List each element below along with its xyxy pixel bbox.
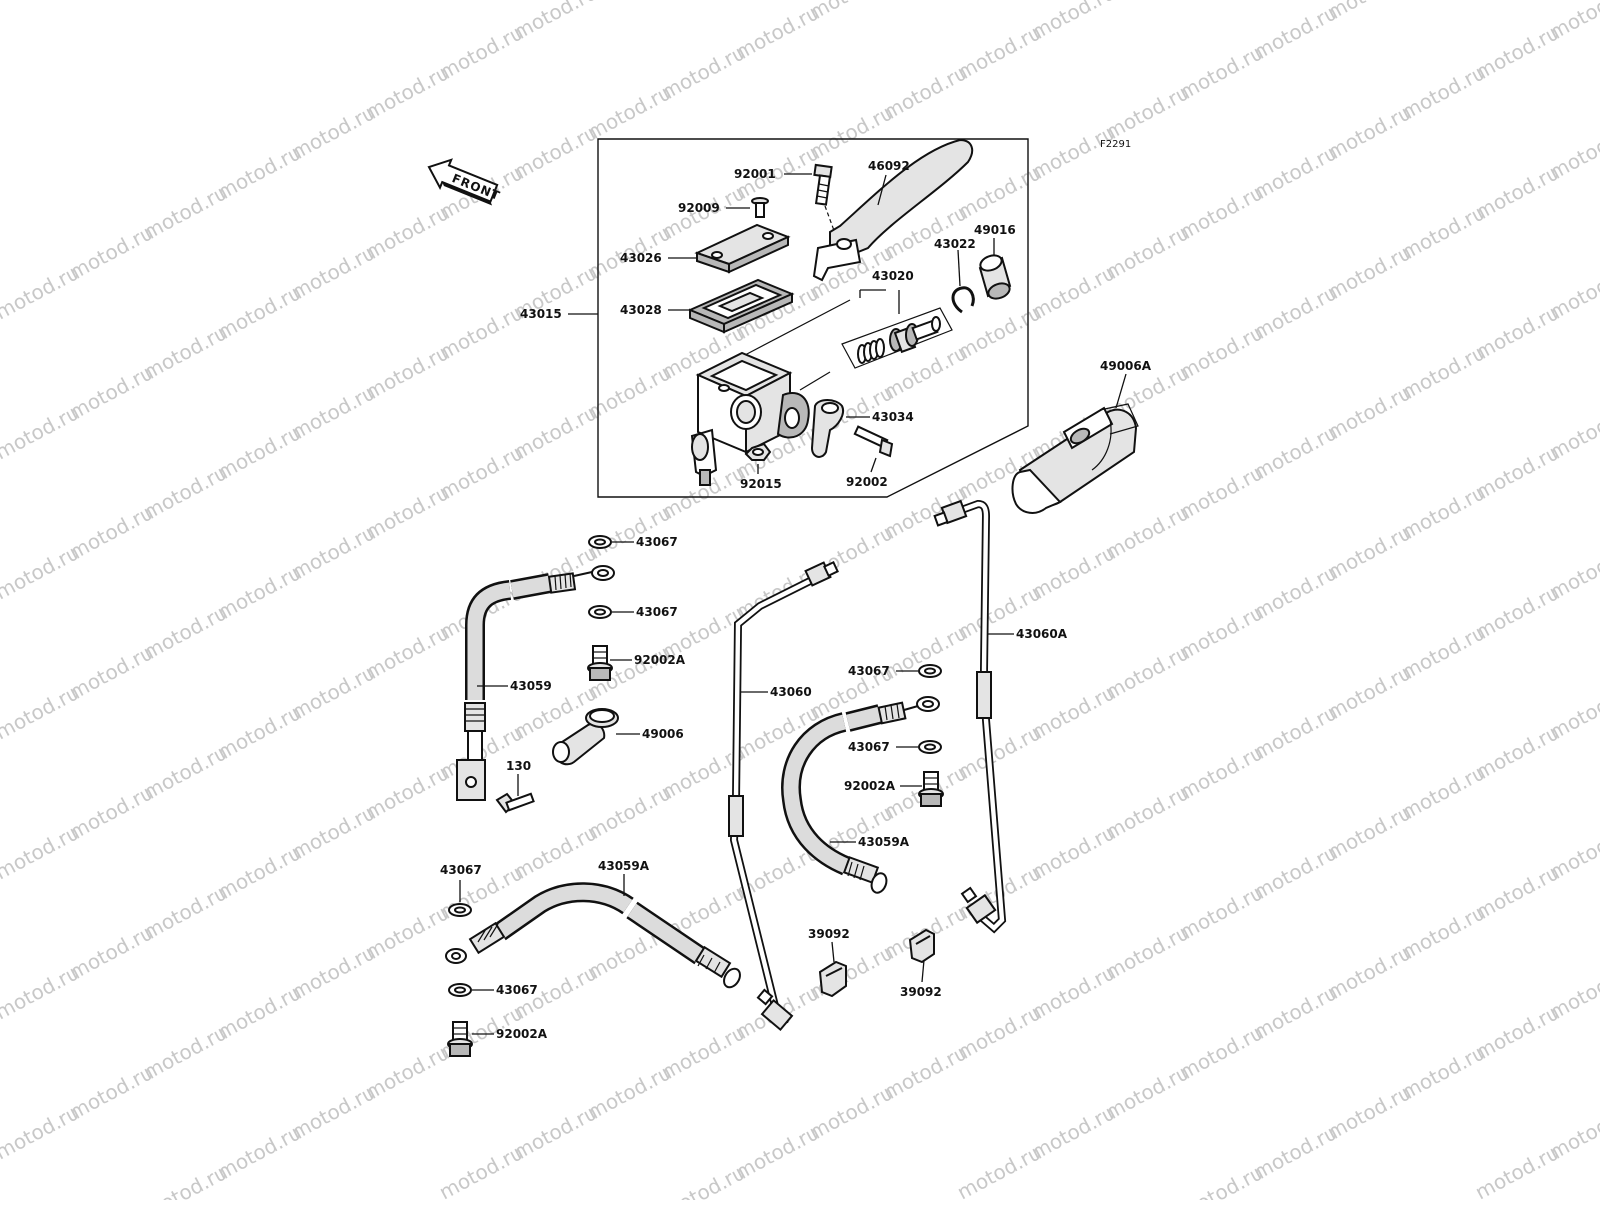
reservoir-cap-43026: [694, 223, 791, 274]
label-43020[interactable]: 43020: [872, 269, 914, 283]
label-43028[interactable]: 43028: [620, 303, 662, 317]
clutch-hose-43059A-b: [445, 882, 741, 989]
watermark-text: motod.ru: [583, 0, 675, 4]
watermark-text: motod.ru: [1545, 820, 1600, 884]
label-92002A-b[interactable]: 92002A: [844, 779, 896, 793]
banjo-bolt-92002A-a: [587, 645, 613, 681]
leader-46092: [877, 174, 887, 206]
leader-39092-b: [921, 959, 925, 983]
label-92002A-c[interactable]: 92002A: [496, 1027, 548, 1041]
label-43060[interactable]: 43060: [770, 685, 812, 699]
bolt-92002: [853, 425, 894, 458]
washer-43067-b: [588, 605, 612, 619]
watermark-text: motod.ru: [509, 0, 601, 44]
label-43022[interactable]: 43022: [934, 237, 976, 251]
washer-43067-d: [918, 740, 942, 754]
washer-43067-f: [448, 983, 472, 997]
label-43067-b[interactable]: 43067: [636, 605, 678, 619]
watermark-text: motod.ru: [1545, 120, 1600, 184]
watermark-text: motod.ru: [805, 0, 897, 24]
watermark-text: motod.ru: [1545, 680, 1600, 744]
banjo-bolt-92002A-b: [918, 771, 944, 807]
piston-kit-43020: [841, 307, 953, 369]
label-49016[interactable]: 49016: [974, 223, 1016, 237]
label-130[interactable]: 130: [506, 759, 531, 773]
watermark-text: motod.ru: [1545, 1100, 1600, 1164]
cap-49006: [552, 708, 619, 766]
part-labels: 92001 46092 92009 43026 43022 49016 4302…: [440, 159, 1152, 1041]
watermark-text: motod.ru: [1101, 0, 1193, 4]
front-arrow-shadow: [442, 182, 493, 206]
washer-43067-e: [448, 903, 472, 917]
bolt-92001-axis: [824, 205, 837, 237]
watermark-text: motod.ru: [1545, 540, 1600, 604]
label-43026[interactable]: 43026: [620, 251, 662, 265]
master-cylinder-assembly-frame: [597, 138, 1029, 498]
figure-code: F2291: [1100, 139, 1131, 150]
label-43059[interactable]: 43059: [510, 679, 552, 693]
dust-boot-49016: [978, 254, 1012, 300]
leader-39092-a: [831, 941, 835, 963]
watermark-text: motod.ru: [1027, 0, 1119, 44]
clamp-39092-a: [818, 960, 847, 998]
clutch-pipe-43060A: [933, 499, 1007, 934]
label-43059A-b[interactable]: 43059A: [598, 859, 650, 873]
assembly-guide-line: [744, 299, 851, 356]
nut-92015: [744, 442, 772, 461]
label-46092[interactable]: 46092: [868, 159, 910, 173]
label-92009[interactable]: 92009: [678, 201, 720, 215]
leader-92002: [870, 457, 877, 473]
label-43067-d[interactable]: 43067: [848, 740, 890, 754]
watermark-text: motod.ru: [1545, 260, 1600, 324]
diaphragm-43028: [687, 278, 795, 334]
label-39092-a[interactable]: 39092: [808, 927, 850, 941]
banjo-bolt-92002A-c: [447, 1021, 473, 1057]
clamp-43034: [810, 399, 844, 458]
label-92002A-a[interactable]: 92002A: [634, 653, 686, 667]
label-92001[interactable]: 92001: [734, 167, 776, 181]
watermark-text: motod.ru: [1323, 0, 1415, 24]
label-49006A[interactable]: 49006A: [1100, 359, 1152, 373]
label-43067-f[interactable]: 43067: [496, 983, 538, 997]
label-43067-c[interactable]: 43067: [848, 664, 890, 678]
clutch-lever-46092: [812, 138, 974, 282]
screw-92009: [751, 197, 769, 218]
front-arrow-shape: [427, 158, 499, 203]
label-43059A-a[interactable]: 43059A: [858, 835, 910, 849]
master-cylinder-body: [690, 351, 810, 486]
bolt-92001: [813, 163, 833, 206]
reservoir-cover-49006A: [1011, 403, 1139, 514]
label-49006[interactable]: 49006: [642, 727, 684, 741]
label-92002[interactable]: 92002: [846, 475, 888, 489]
leader-49006A: [1115, 373, 1127, 409]
washer-43067-c: [918, 664, 942, 678]
label-43015[interactable]: 43015: [520, 307, 562, 321]
watermark-text: motod.ru: [1545, 400, 1600, 464]
label-92015[interactable]: 92015: [740, 477, 782, 491]
clutch-pipe-43060: [728, 561, 839, 1032]
label-43060A[interactable]: 43060A: [1016, 627, 1068, 641]
label-43067-a[interactable]: 43067: [636, 535, 678, 549]
label-43034[interactable]: 43034: [872, 410, 914, 424]
label-43067-e[interactable]: 43067: [440, 863, 482, 877]
circlip-43022: [951, 286, 975, 314]
watermark-text: motod.ru: [1545, 0, 1600, 44]
bolt-130: [495, 792, 535, 814]
watermark-text: motod.ru: [1545, 960, 1600, 1024]
clutch-hose-43059: [456, 565, 615, 801]
label-39092-b[interactable]: 39092: [900, 985, 942, 999]
clutch-hose-43059A-a: [781, 696, 940, 894]
clamp-39092-b: [908, 928, 935, 964]
leader-43022: [957, 249, 961, 287]
washer-43067-a: [588, 535, 612, 549]
assembly-guide-line-2: [799, 371, 831, 391]
